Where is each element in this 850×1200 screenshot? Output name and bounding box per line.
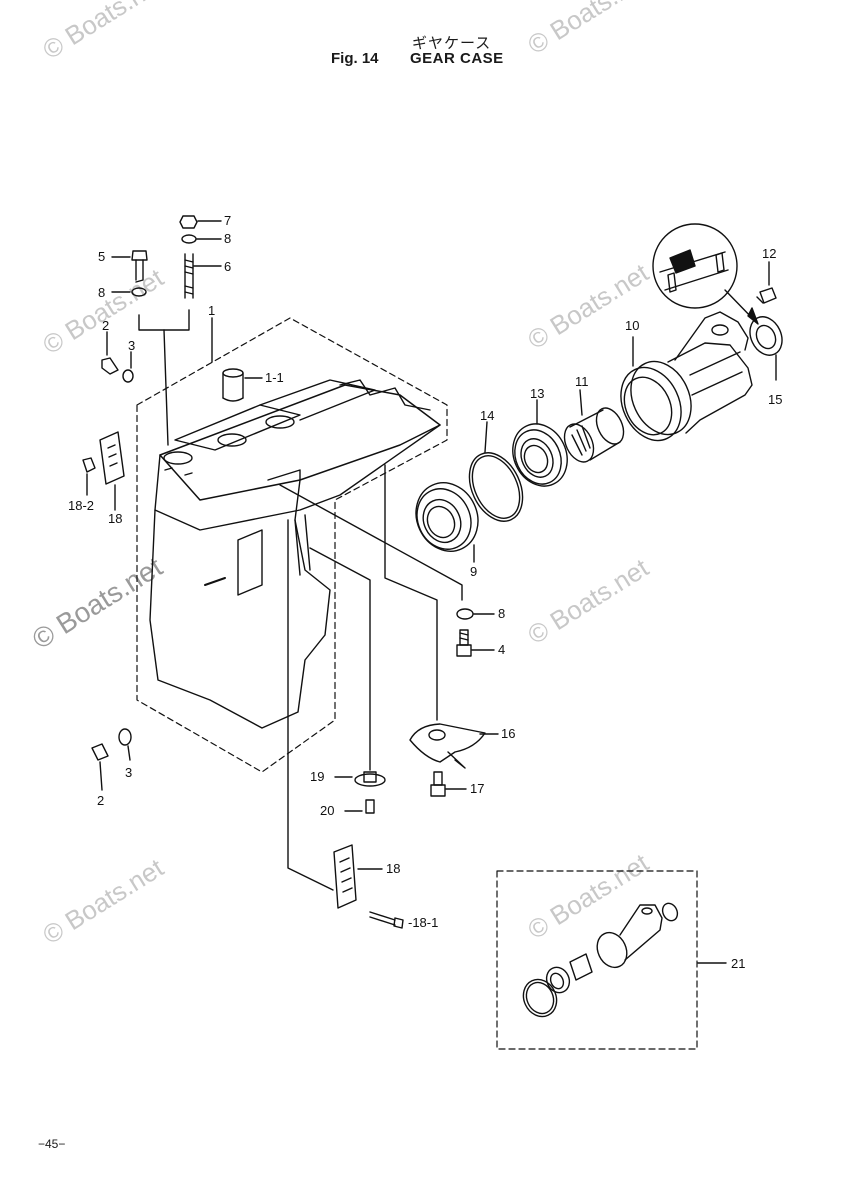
callout-5: 5 (98, 249, 105, 264)
callout-12: 12 (762, 246, 776, 261)
part-5-bolt (111, 250, 148, 283)
callout-10: 10 (625, 318, 639, 333)
part-16-trim-tab (409, 723, 499, 769)
part-18-2-screw (82, 457, 96, 496)
part-21-kit (496, 870, 727, 1050)
part-8-washer-left (111, 287, 147, 297)
watermark: © Boats.net (27, 551, 168, 655)
callout-6: 6 (224, 259, 231, 274)
leader-line (163, 329, 169, 446)
callout-1-1: 1-1 (265, 370, 284, 385)
callout-20: 20 (320, 803, 334, 818)
watermark: © Boats.net (522, 847, 654, 945)
part-7-nut (179, 215, 222, 229)
callout-14: 14 (480, 408, 494, 423)
part-18-1-bolt (369, 911, 404, 929)
callout-11: 11 (575, 374, 589, 389)
seal-detail-inset (652, 223, 759, 325)
callout-16: 16 (501, 726, 515, 741)
callout-1: 1 (208, 303, 215, 318)
part-6-stud (184, 253, 222, 299)
leader-line (384, 464, 438, 721)
part-9-bearing (415, 482, 479, 563)
callout-19: 19 (310, 769, 324, 784)
watermark: © Boats.net (522, 552, 654, 650)
callout-18-left: 18 (108, 511, 122, 526)
callout-3-bottom: 3 (125, 765, 132, 780)
part-12-bolt (756, 261, 777, 304)
part-19-anode (334, 771, 386, 787)
callout-21: 21 (731, 956, 745, 971)
callout-8-right: 8 (498, 606, 505, 621)
callout-18-1: -18-1 (408, 915, 438, 930)
leader-line (279, 484, 463, 601)
part-8-washer-right (456, 608, 495, 620)
callout-3-top: 3 (128, 338, 135, 353)
part-17-bolt (430, 771, 467, 797)
watermark: © Boats.net (37, 262, 169, 360)
part-15-oil-seal (749, 316, 783, 381)
part-10-bearing-housing (620, 311, 753, 442)
callout-7: 7 (224, 213, 231, 228)
callout-8-top: 8 (224, 231, 231, 246)
part-3-washer-top (122, 351, 134, 383)
watermark: © Boats.net (37, 0, 169, 65)
callout-15: 15 (768, 392, 782, 407)
figure-title: GEAR CASE (410, 50, 504, 67)
callout-2-top: 2 (102, 318, 109, 333)
gear-case-assembly-outline (136, 317, 448, 773)
part-8-washer-top (181, 234, 222, 244)
part-2-bolt-top (101, 331, 119, 375)
watermark: © Boats.net (522, 257, 654, 355)
watermarks: © Boats.net © Boats.net © Boats.net © Bo… (27, 0, 655, 950)
leader-line (287, 519, 334, 891)
watermark: © Boats.net (37, 852, 169, 950)
figure-title-japanese: ギヤケース (412, 34, 492, 52)
part-18-anode-bottom (333, 844, 383, 909)
page-header: ギヤケース Fig. 14 GEAR CASE (0, 0, 850, 80)
callout-2-bottom: 2 (97, 793, 104, 808)
leader-line (309, 547, 371, 771)
watermark: © Boats.net (522, 0, 654, 60)
part-11-needle-bearing (563, 389, 625, 463)
callout-9: 9 (470, 564, 477, 579)
part-14-o-ring (468, 421, 524, 522)
part-2-bolt-bottom (91, 743, 109, 791)
page-number: −45− (38, 1137, 66, 1151)
callout-8-left: 8 (98, 285, 105, 300)
callout-13: 13 (530, 386, 544, 401)
callout-17: 17 (470, 781, 484, 796)
part-1-1-sleeve (222, 368, 263, 402)
part-20-bolt (344, 799, 375, 814)
part-4-bolt (456, 629, 495, 657)
part-3-washer-bottom (118, 728, 132, 761)
part-18-anode-left (99, 431, 125, 511)
part-13-bearing (512, 399, 568, 487)
figure-number: Fig. 14 (331, 50, 379, 67)
leader-line (138, 309, 190, 331)
gear-case-body (149, 379, 441, 729)
callout-18-bottom: 18 (386, 861, 400, 876)
callout-4: 4 (498, 642, 505, 657)
callout-18-2: 18-2 (68, 498, 94, 513)
